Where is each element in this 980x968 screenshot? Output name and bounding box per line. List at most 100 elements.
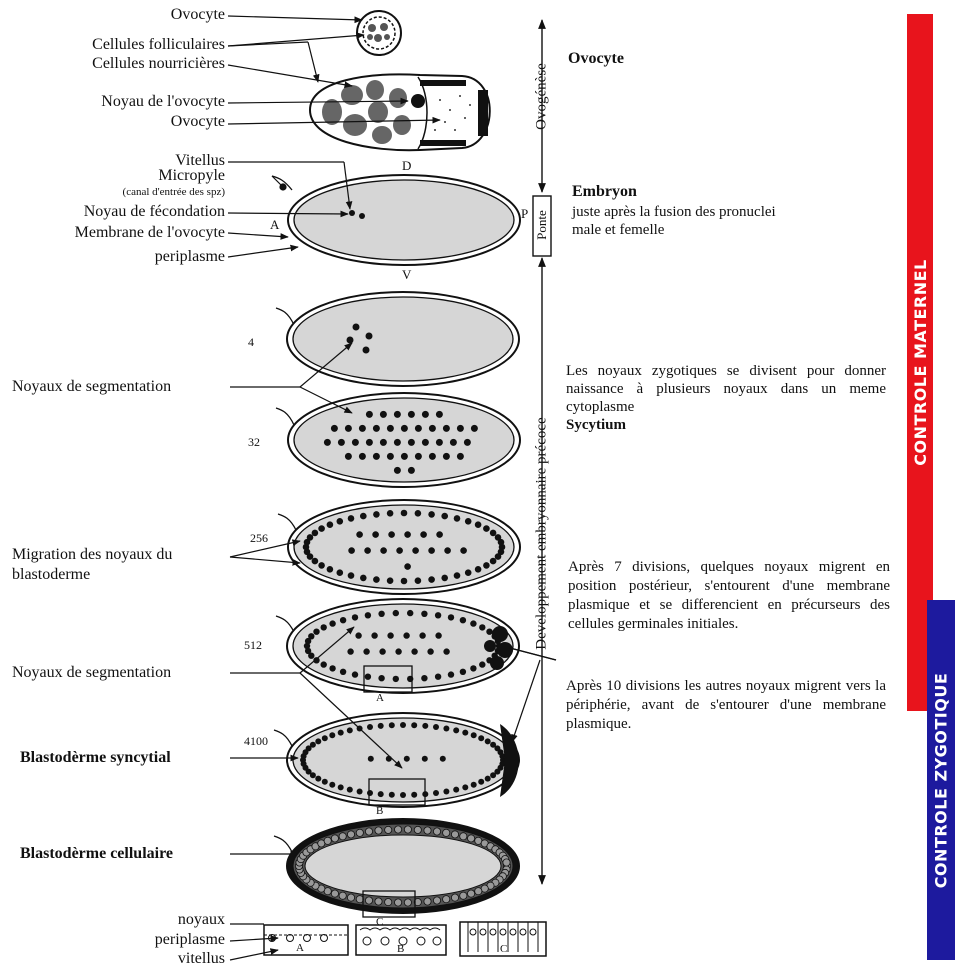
embryo-fertilized-figure bbox=[272, 175, 520, 265]
nucleus-dot bbox=[356, 531, 363, 538]
nucleus-dot bbox=[359, 425, 366, 432]
nucleus-dot bbox=[443, 453, 450, 460]
embryo-512-figure bbox=[276, 599, 519, 693]
nucleus-dot bbox=[408, 439, 415, 446]
detail-letter-b: B bbox=[397, 943, 404, 955]
box-letter-c-cell: C bbox=[376, 916, 383, 928]
nucleus-dot bbox=[490, 558, 497, 565]
nucleus-dot bbox=[421, 611, 427, 617]
nucleus-dot bbox=[387, 510, 394, 517]
nucleus-dot bbox=[475, 521, 482, 528]
nucleus-dot bbox=[378, 675, 384, 681]
cell-ring-circle bbox=[414, 826, 421, 833]
nucleus-dot bbox=[422, 411, 429, 418]
cell-ring-circle bbox=[460, 892, 467, 899]
right-embryon-line2: male et femelle bbox=[572, 221, 664, 239]
nucleus-dot bbox=[401, 510, 408, 517]
cell-ring-circle bbox=[347, 831, 354, 838]
nucleus-dot bbox=[347, 787, 353, 793]
nucleus-dot bbox=[435, 674, 441, 680]
nucleus-dot bbox=[460, 547, 467, 554]
nucleus-dot bbox=[348, 515, 355, 522]
nucleus-dot bbox=[471, 782, 477, 788]
nucleus-dot bbox=[448, 671, 454, 677]
cell-ring-circle bbox=[339, 833, 346, 840]
nucleus-dot bbox=[422, 756, 428, 762]
nucleus-dot bbox=[327, 566, 334, 573]
nucleus-dot bbox=[490, 530, 497, 537]
nucleus-dot bbox=[380, 547, 387, 554]
nucleus-dot bbox=[421, 675, 427, 681]
nucleus-dot bbox=[411, 648, 417, 654]
right-peripherie-paragraph: Après 10 divisions les autres noyaux mig… bbox=[566, 677, 886, 734]
cell-ring-circle bbox=[339, 892, 346, 899]
nucleus-dot bbox=[433, 724, 439, 730]
nucleus-dot bbox=[465, 518, 472, 525]
nucleus-dot bbox=[443, 425, 450, 432]
nucleus-dot bbox=[408, 411, 415, 418]
controle-zygotique-label: CONTROLE ZYGOTIQUE bbox=[932, 672, 951, 888]
label-detail-noyaux: noyaux bbox=[178, 911, 225, 929]
nucleus-dot bbox=[415, 510, 422, 517]
right-embryon-title: Embryon bbox=[572, 183, 637, 201]
nucleus-dot bbox=[340, 617, 346, 623]
nucleus-dot bbox=[312, 558, 319, 565]
nucleus-dot bbox=[440, 756, 446, 762]
nucleus-dot bbox=[396, 547, 403, 554]
label-detail-periplasme: periplasme bbox=[155, 931, 225, 949]
nucleus-dot bbox=[388, 531, 395, 538]
nucleus-dot bbox=[470, 665, 476, 671]
nucleus-dot bbox=[338, 439, 345, 446]
nucleus-dot bbox=[352, 439, 359, 446]
nucleus-dot bbox=[347, 648, 353, 654]
cell-ring-circle bbox=[433, 897, 440, 904]
nucleus-dot bbox=[401, 578, 408, 585]
nucleus-dot bbox=[387, 577, 394, 584]
label-migration-line1: Migration des noyaux du bbox=[12, 546, 172, 564]
nucleus-dot bbox=[485, 738, 491, 744]
label-cellules-nourricieres: Cellules nourricières bbox=[92, 55, 225, 73]
nucleus-dot bbox=[471, 732, 477, 738]
nucleus-dot bbox=[422, 723, 428, 729]
nucleus-dot bbox=[400, 722, 406, 728]
cell-ring-circle bbox=[404, 899, 411, 906]
label-blastoderme-cellulaire: Blastodèrme cellulaire bbox=[20, 845, 173, 863]
nucleus-dot bbox=[348, 547, 355, 554]
nucleus-dot bbox=[318, 525, 325, 532]
nucleus-dot bbox=[462, 784, 468, 790]
nucleus-dot bbox=[435, 632, 441, 638]
right-ovocyte-title: Ovocyte bbox=[568, 50, 624, 68]
nucleus-dot bbox=[444, 547, 451, 554]
nucleus-dot bbox=[363, 648, 369, 654]
cell-ring-circle bbox=[375, 898, 382, 905]
detail-letter-a: A bbox=[296, 942, 304, 954]
nucleus-dot bbox=[483, 562, 490, 569]
label-ovocyte-2: Ovocyte bbox=[171, 113, 225, 131]
cell-ring-circle bbox=[475, 888, 482, 895]
cell-ring-circle bbox=[375, 827, 382, 834]
nucleus-dot bbox=[422, 439, 429, 446]
nucleus-dot bbox=[373, 425, 380, 432]
nucleus-dot bbox=[436, 411, 443, 418]
nucleus-dot bbox=[462, 730, 468, 736]
label-noyaux-segmentation-2: Noyaux de segmentation bbox=[12, 664, 171, 682]
nucleus-dot bbox=[486, 629, 492, 635]
nucleus-dot bbox=[366, 439, 373, 446]
label-migration-line2: blastoderme bbox=[12, 566, 90, 584]
nucleus-dot bbox=[419, 632, 425, 638]
nucleus-dot bbox=[365, 674, 371, 680]
nucleus-dot bbox=[324, 439, 331, 446]
nucleus-dot bbox=[490, 772, 496, 778]
syncytium-term: Sycytium bbox=[566, 417, 626, 433]
nucleus-dot bbox=[312, 530, 319, 537]
nucleus-dot bbox=[308, 633, 314, 639]
box-letter-a-512: A bbox=[376, 692, 384, 704]
nucleus-dot bbox=[407, 610, 413, 616]
nucleus-dot bbox=[331, 425, 338, 432]
nucleus-dot bbox=[479, 624, 485, 630]
cell-ring-circle bbox=[460, 833, 467, 840]
nucleus-dot bbox=[411, 722, 417, 728]
nucleus-dot bbox=[457, 453, 464, 460]
nucleus-dot bbox=[360, 575, 367, 582]
